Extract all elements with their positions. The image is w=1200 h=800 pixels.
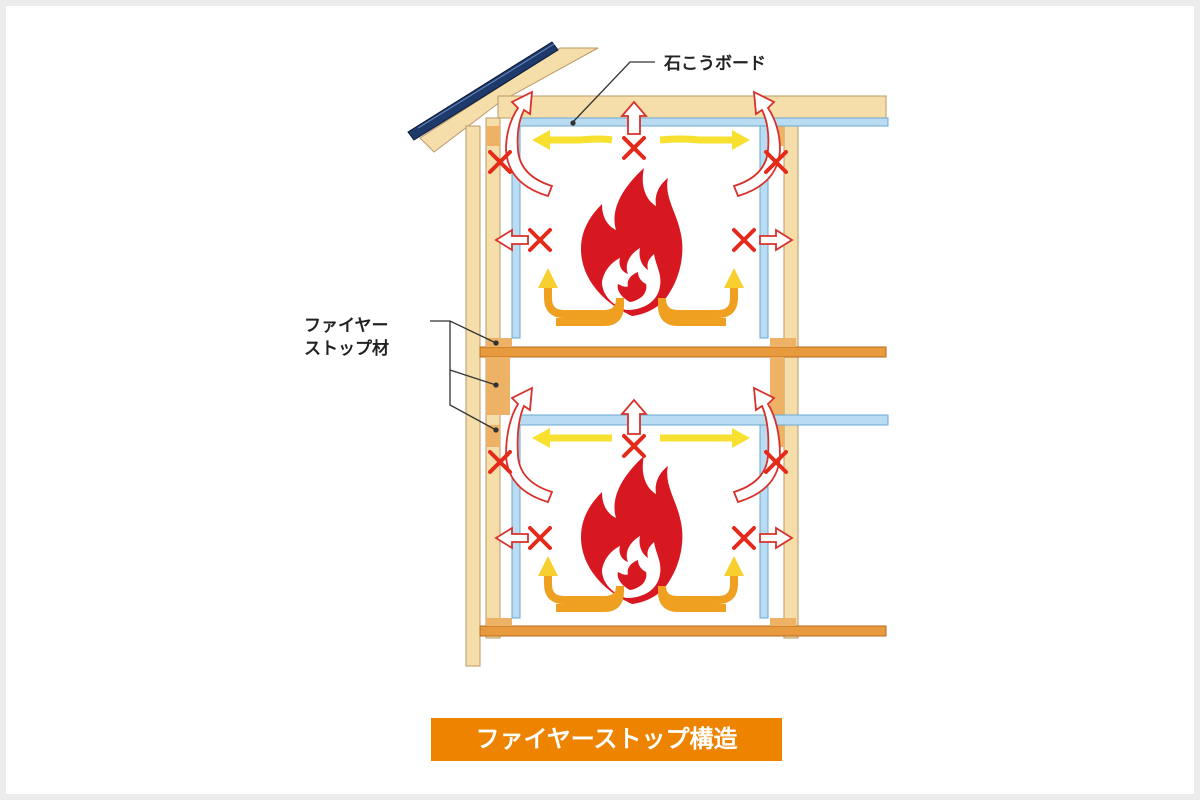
gypsum-boards (511, 117, 889, 619)
leader-lines (430, 61, 655, 433)
heat-flow-arrow (658, 556, 744, 612)
heat-flow-arrows-upper (532, 130, 750, 326)
flame-icon (581, 456, 683, 604)
heat-flow-arrow (538, 556, 624, 612)
heat-flow-arrow (532, 130, 750, 150)
floor-beams (479, 346, 887, 637)
heat-flow-arrow (538, 268, 624, 326)
exterior-post (465, 125, 481, 667)
top-beam (497, 95, 887, 119)
figure-title: ファイヤーストップ構造 (431, 718, 782, 761)
fire-stop-diagram (407, 41, 889, 667)
flame-icon (581, 168, 683, 316)
fire-stop-label: ファイヤー ストップ材 (304, 315, 389, 361)
fire-stop-label-line2: ストップ材 (304, 339, 389, 359)
heat-flow-arrow (532, 428, 750, 448)
roof (407, 41, 599, 153)
heat-flow-arrows-lower (532, 428, 750, 612)
heat-flow-arrow (658, 268, 744, 326)
figure-card: 石こうボード ファイヤー ストップ材 ファイヤーストップ構造 (6, 6, 1194, 794)
fire-stop-label-line1: ファイヤー (304, 316, 389, 336)
gypsum-board-label: 石こうボード (664, 54, 766, 74)
